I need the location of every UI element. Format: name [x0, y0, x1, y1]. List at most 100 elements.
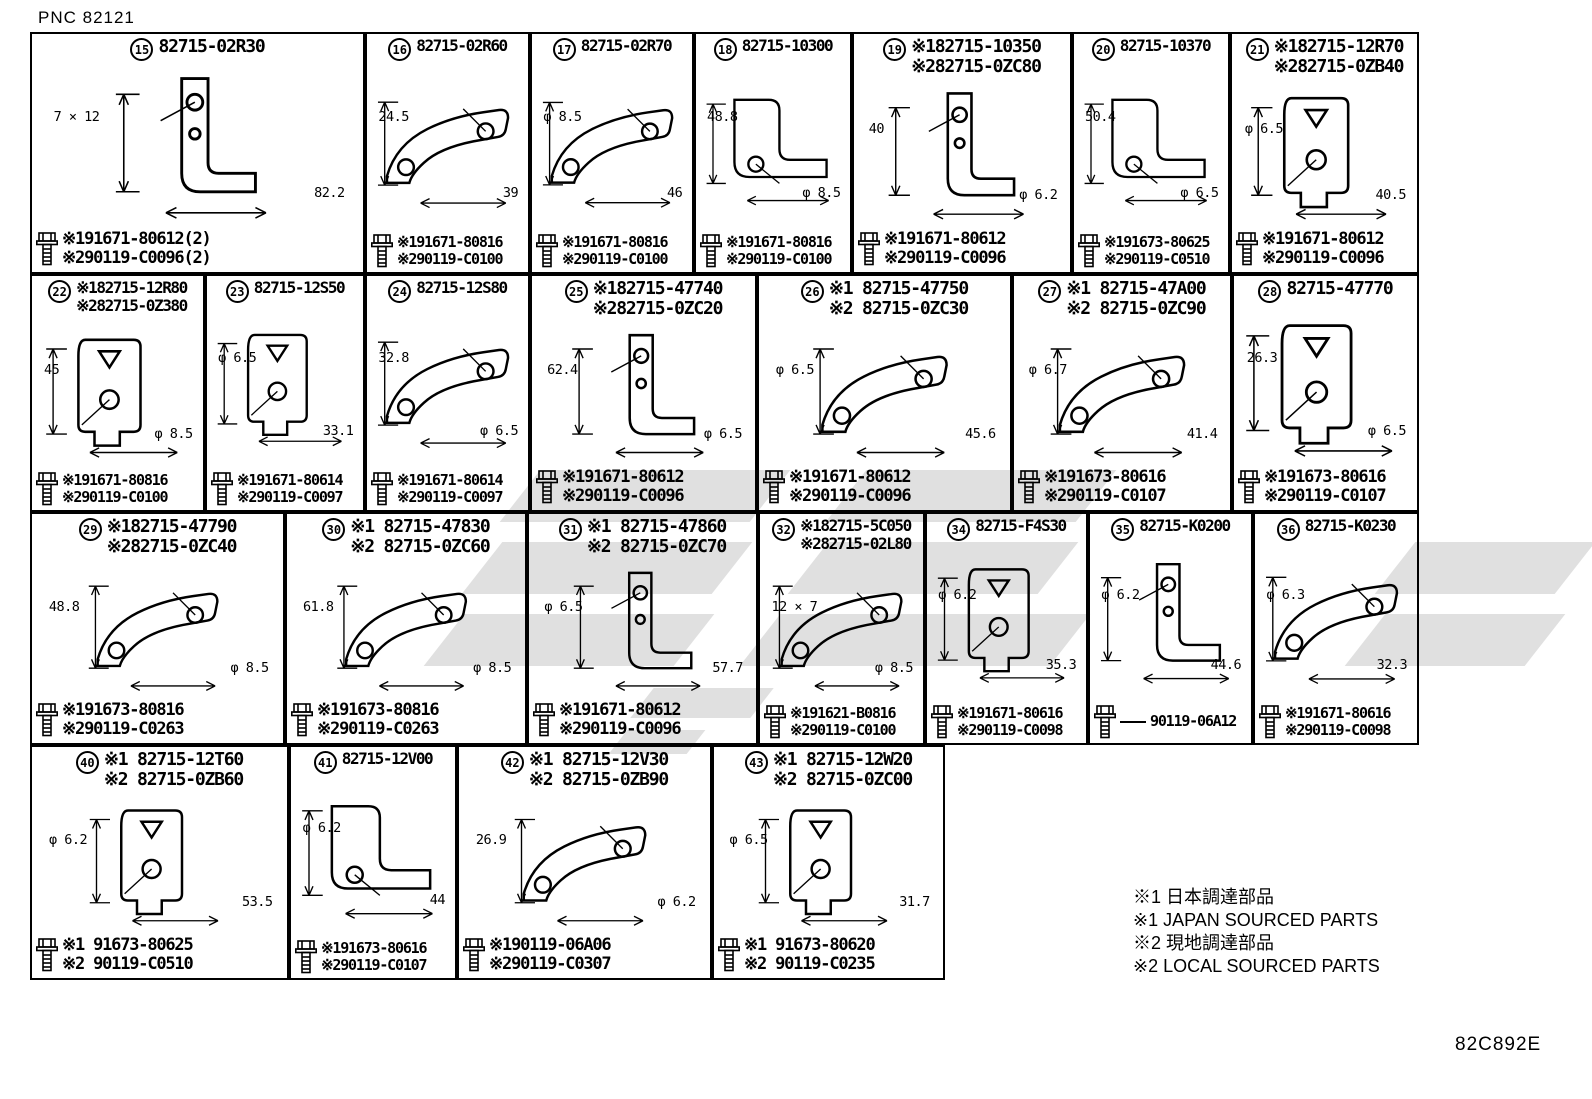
part-number[interactable]: ※2 82715-0ZB60	[103, 769, 244, 791]
part-number[interactable]: 82715-47770	[1286, 278, 1393, 299]
part-number[interactable]: ※182715-47790	[106, 516, 238, 537]
bolt-icon	[700, 234, 722, 268]
fastener-number: ※2 90119-C0510	[62, 954, 194, 975]
dimension-label: 44	[429, 891, 446, 908]
fastener-number: ※290119-C0263	[62, 719, 185, 740]
bracket-sketch	[1266, 576, 1399, 685]
part-number[interactable]: ※1 82715-47830	[350, 516, 490, 537]
part-number[interactable]: ※1 82715-47A00	[1066, 278, 1206, 299]
part-number[interactable]: 82715-12S50	[253, 278, 346, 297]
part-number[interactable]: ※182715-12R70	[1273, 36, 1405, 57]
part-number[interactable]: ※1 82715-47860	[586, 516, 727, 537]
part-numbers: ※182715-12R80※282715-0Z380	[76, 278, 188, 315]
part-number[interactable]: 82715-K0230	[1304, 516, 1397, 535]
part-number[interactable]: 82715-02R70	[580, 36, 673, 55]
fastener-number: ※191671-80816	[562, 232, 669, 251]
part-number[interactable]: ※282715-0Z380	[76, 295, 188, 315]
part-cell-header: 25 ※182715-47740※282715-0ZC20	[532, 276, 755, 319]
fasteners: ※191671-80612※290119-C0096	[763, 467, 912, 507]
part-number[interactable]: 82715-02R30	[158, 36, 265, 57]
fastener-number: ※191671-80816	[397, 232, 504, 251]
fastener-number: ※191671-80816	[726, 232, 833, 251]
part-number[interactable]: 82715-10300	[741, 36, 834, 55]
part-number[interactable]: ※2 82715-0ZC00	[772, 769, 913, 791]
fastener-number: 90119-06A12	[1150, 712, 1237, 731]
fasteners: ※191671-80612※290119-C0096	[533, 700, 682, 740]
fastener-numbers: ※191671-80614※290119-C0097	[397, 471, 504, 507]
part-number[interactable]: ※282715-0ZC80	[911, 56, 1042, 78]
part-number[interactable]: ※282715-0ZC20	[592, 298, 724, 320]
bolt-icon	[1018, 470, 1040, 504]
fasteners: ※191671-80612(2)※290119-C0096(2)	[36, 229, 212, 269]
part-number[interactable]: ※2 82715-0ZC90	[1066, 298, 1206, 320]
bracket-sketch	[217, 333, 342, 447]
part-number[interactable]: ※282715-0ZC40	[106, 536, 238, 558]
part-number[interactable]: ※1 82715-12V30	[528, 749, 669, 770]
fastener-number: ※290119-C0096	[1262, 248, 1385, 269]
bolt-icon	[533, 703, 555, 737]
part-index-badge: 20	[1091, 38, 1115, 61]
fastener-number: ※191673-80625	[1104, 232, 1211, 251]
part-number[interactable]: ※2 82715-0ZC60	[350, 536, 490, 558]
part-number[interactable]: 82715-02R60	[416, 36, 508, 55]
fastener-number: ※290119-C0096	[884, 248, 1007, 269]
part-number[interactable]: ※182715-47740	[592, 278, 724, 299]
bracket-sketch	[542, 101, 674, 208]
part-index-badge: 43	[744, 751, 768, 774]
fastener-number: ※191673-80816	[317, 699, 440, 720]
part-index-badge: 17	[552, 38, 576, 61]
bracket-sketch	[88, 585, 219, 691]
part-number[interactable]: ※2 82715-0ZB90	[528, 769, 669, 791]
part-number[interactable]: ※2 82715-0ZC70	[586, 536, 727, 558]
part-number[interactable]: ※282715-02L80	[800, 533, 912, 553]
part-number[interactable]: ※1 82715-12W20	[772, 749, 913, 770]
part-number[interactable]: ※182715-10350	[911, 36, 1042, 57]
dimension-label: 12 × 7	[771, 598, 818, 615]
part-index-badge: 24	[388, 280, 412, 303]
part-number[interactable]: 82715-12S80	[416, 278, 508, 297]
part-number[interactable]: ※1 82715-12T60	[103, 749, 244, 770]
part-number[interactable]: 82715-10370	[1119, 36, 1212, 55]
part-number[interactable]: 82715-F4S30	[975, 516, 1067, 535]
part-number[interactable]: ※182715-5C050	[800, 516, 912, 535]
fasteners: ※191671-80616※290119-C0098	[1259, 704, 1392, 740]
part-number[interactable]: ※182715-12R80	[76, 278, 188, 297]
part-index-badge: 15	[130, 38, 154, 61]
part-number[interactable]: 82715-K0200	[1139, 516, 1231, 535]
part-number[interactable]: 82715-12V00	[341, 749, 434, 768]
part-number[interactable]: ※1 82715-47750	[828, 278, 969, 299]
bracket-sketch	[1246, 324, 1393, 457]
bolt-icon	[1094, 705, 1116, 739]
part-cell-header: 42 ※1 82715-12V30※2 82715-0ZB90	[459, 747, 710, 790]
part-number[interactable]: ※2 82715-0ZC30	[828, 298, 969, 320]
part-number[interactable]: ※282715-0ZB40	[1273, 56, 1405, 78]
legend-line: ※2 現地調達部品	[1133, 933, 1275, 953]
